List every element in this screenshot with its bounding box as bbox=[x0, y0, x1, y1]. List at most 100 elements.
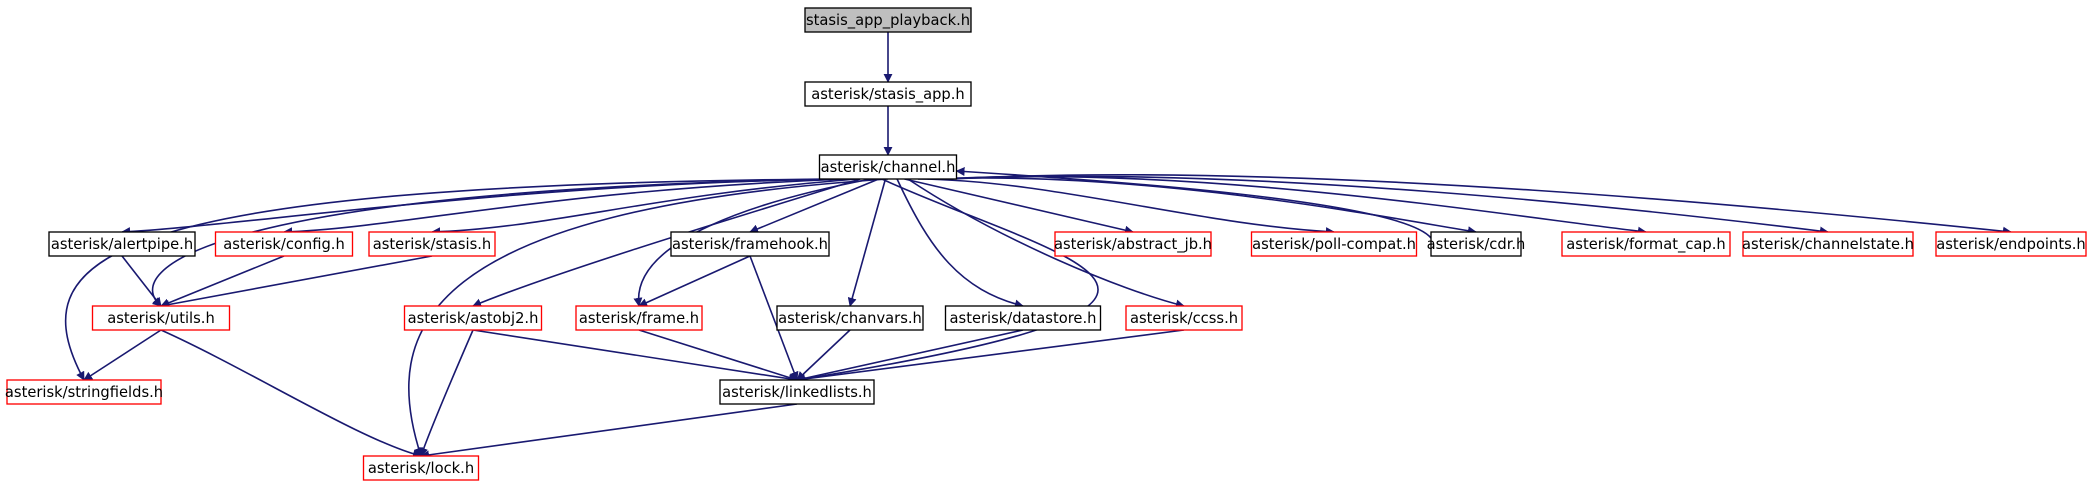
node-label-lock: asterisk/lock.h bbox=[368, 460, 474, 477]
node-box-ccss[interactable] bbox=[1125, 305, 1243, 331]
node-box-astobj2[interactable] bbox=[403, 305, 543, 331]
edge-astobj2-to-linkedlists bbox=[472, 329, 798, 384]
node-box-abstract_jb[interactable] bbox=[1054, 231, 1212, 257]
node-box-datastore[interactable] bbox=[944, 305, 1102, 331]
node-label-alertpipe: asterisk/alertpipe.h bbox=[51, 236, 193, 253]
edge-channel-to-astobj2 bbox=[472, 178, 861, 308]
node-box-framehook[interactable] bbox=[670, 231, 830, 257]
node-datastore[interactable]: asterisk/datastore.h bbox=[944, 305, 1102, 331]
edge-channel-to-datastore bbox=[896, 178, 1024, 309]
node-endpoints[interactable]: asterisk/endpoints.h bbox=[1935, 231, 2087, 257]
node-label-channel: asterisk/channel.h bbox=[821, 159, 956, 176]
edge-utils-to-stringfields bbox=[83, 329, 162, 381]
edge-alertpipe-to-utils bbox=[121, 255, 162, 307]
node-box-linkedlists[interactable] bbox=[719, 379, 875, 405]
edge-channel-to-abstract_jb bbox=[904, 178, 1134, 235]
edge-chanvars-to-linkedlists bbox=[796, 329, 851, 381]
node-frame[interactable]: asterisk/frame.h bbox=[575, 305, 703, 331]
node-utils[interactable]: asterisk/utils.h bbox=[91, 305, 231, 331]
edge-channel-to-endpoints bbox=[948, 173, 2012, 236]
node-label-linkedlists: asterisk/linkedlists.h bbox=[722, 384, 872, 401]
edge-channel-to-ccss bbox=[907, 178, 1185, 309]
node-config[interactable]: asterisk/config.h bbox=[214, 231, 354, 257]
edge-channel-to-stasis bbox=[431, 178, 858, 237]
node-box-channelstate[interactable] bbox=[1742, 231, 1914, 257]
node-box-channel[interactable] bbox=[818, 154, 958, 180]
edge-framehook-to-linkedlists bbox=[749, 255, 799, 381]
node-box-alertpipe[interactable] bbox=[48, 231, 196, 257]
node-poll_compat[interactable]: asterisk/poll-compat.h bbox=[1250, 231, 1418, 257]
edge-channel-to-framehook bbox=[749, 178, 880, 234]
node-lock[interactable]: asterisk/lock.h bbox=[362, 455, 480, 481]
edge-framehook-to-frame bbox=[638, 255, 751, 307]
edge-channel-to-linkedlists bbox=[796, 178, 1099, 384]
node-label-format_cap: asterisk/format_cap.h bbox=[1566, 236, 1725, 253]
node-label-stasis: asterisk/stasis.h bbox=[373, 236, 491, 253]
edge-channel-to-chanvars bbox=[847, 178, 887, 307]
node-label-channelstate: asterisk/channelstate.h bbox=[1742, 236, 1914, 253]
node-label-frame: asterisk/frame.h bbox=[579, 310, 699, 327]
node-astobj2[interactable]: asterisk/astobj2.h bbox=[403, 305, 543, 331]
edge-utils-to-lock bbox=[160, 329, 422, 459]
edge-frame-to-linkedlists bbox=[638, 329, 798, 382]
node-box-stasis_app[interactable] bbox=[804, 81, 972, 107]
node-chanvars[interactable]: asterisk/chanvars.h bbox=[776, 305, 924, 331]
node-channelstate[interactable]: asterisk/channelstate.h bbox=[1742, 231, 1914, 257]
edge-channel-to-alertpipe bbox=[121, 178, 837, 237]
node-stasis_app[interactable]: asterisk/stasis_app.h bbox=[804, 81, 972, 107]
node-label-stasis_app_playback: stasis_app_playback.h bbox=[806, 12, 970, 29]
node-box-format_cap[interactable] bbox=[1561, 231, 1731, 257]
edge-channel-to-frame bbox=[633, 178, 872, 307]
node-label-poll_compat: asterisk/poll-compat.h bbox=[1252, 236, 1416, 253]
node-box-frame[interactable] bbox=[575, 305, 703, 331]
node-box-stringfields[interactable] bbox=[6, 379, 162, 405]
node-label-datastore: asterisk/datastore.h bbox=[950, 310, 1097, 327]
edge-datastore-to-linkedlists bbox=[796, 329, 1024, 383]
node-box-lock[interactable] bbox=[362, 455, 480, 481]
node-box-stasis[interactable] bbox=[368, 231, 496, 257]
node-label-stasis_app: asterisk/stasis_app.h bbox=[811, 86, 964, 103]
node-label-ccss: asterisk/ccss.h bbox=[1130, 310, 1238, 327]
edge-cdr-to-channel bbox=[955, 167, 1432, 239]
edge-channel-to-lock bbox=[407, 178, 889, 457]
node-alertpipe[interactable]: asterisk/alertpipe.h bbox=[48, 231, 196, 257]
node-label-framehook: asterisk/framehook.h bbox=[672, 236, 828, 253]
node-label-stringfields: asterisk/stringfields.h bbox=[5, 384, 163, 401]
node-label-cdr: asterisk/cdr.h bbox=[1427, 236, 1526, 253]
node-stringfields[interactable]: asterisk/stringfields.h bbox=[5, 379, 163, 405]
node-abstract_jb[interactable]: asterisk/abstract_jb.h bbox=[1054, 231, 1212, 257]
nodes-layer: stasis_app_playback.h asterisk/stasis_app… bbox=[5, 7, 2087, 481]
node-box-stasis_app_playback[interactable] bbox=[804, 7, 972, 33]
node-cdr[interactable]: asterisk/cdr.h bbox=[1427, 231, 1526, 257]
edge-astobj2-to-lock bbox=[419, 329, 474, 457]
node-stasis_app_playback[interactable]: stasis_app_playback.h bbox=[804, 7, 972, 33]
node-label-endpoints: asterisk/endpoints.h bbox=[1936, 236, 2085, 253]
edge-channel-to-cdr bbox=[927, 177, 1477, 236]
edge-linkedlists-to-lock bbox=[420, 403, 798, 460]
node-box-config[interactable] bbox=[214, 231, 354, 257]
node-label-abstract_jb: asterisk/abstract_jb.h bbox=[1054, 236, 1212, 253]
node-format_cap[interactable]: asterisk/format_cap.h bbox=[1561, 231, 1731, 257]
node-box-cdr[interactable] bbox=[1430, 231, 1522, 257]
node-label-chanvars: asterisk/chanvars.h bbox=[778, 310, 922, 327]
edge-ccss-to-linkedlists bbox=[796, 329, 1185, 384]
node-ccss[interactable]: asterisk/ccss.h bbox=[1125, 305, 1243, 331]
edge-config-to-utils bbox=[160, 255, 285, 308]
node-linkedlists[interactable]: asterisk/linkedlists.h bbox=[719, 379, 875, 405]
edge-channel-to-poll_compat bbox=[917, 178, 1335, 237]
edge-channel-to-format_cap bbox=[938, 175, 1647, 236]
node-label-utils: asterisk/utils.h bbox=[107, 310, 215, 327]
edge-channel-to-config bbox=[283, 178, 848, 237]
node-label-config: asterisk/config.h bbox=[223, 236, 345, 253]
node-box-poll_compat[interactable] bbox=[1250, 231, 1418, 257]
node-box-endpoints[interactable] bbox=[1935, 231, 2087, 257]
node-framehook[interactable]: asterisk/framehook.h bbox=[670, 231, 830, 257]
edge-stasis-to-utils bbox=[160, 255, 433, 309]
edge-channel-to-stringfields bbox=[64, 178, 834, 381]
node-box-utils[interactable] bbox=[91, 305, 231, 331]
edge-channel-to-channelstate bbox=[948, 175, 1829, 236]
node-stasis[interactable]: asterisk/stasis.h bbox=[368, 231, 496, 257]
node-box-chanvars[interactable] bbox=[776, 305, 924, 331]
node-channel[interactable]: asterisk/channel.h bbox=[818, 154, 958, 180]
